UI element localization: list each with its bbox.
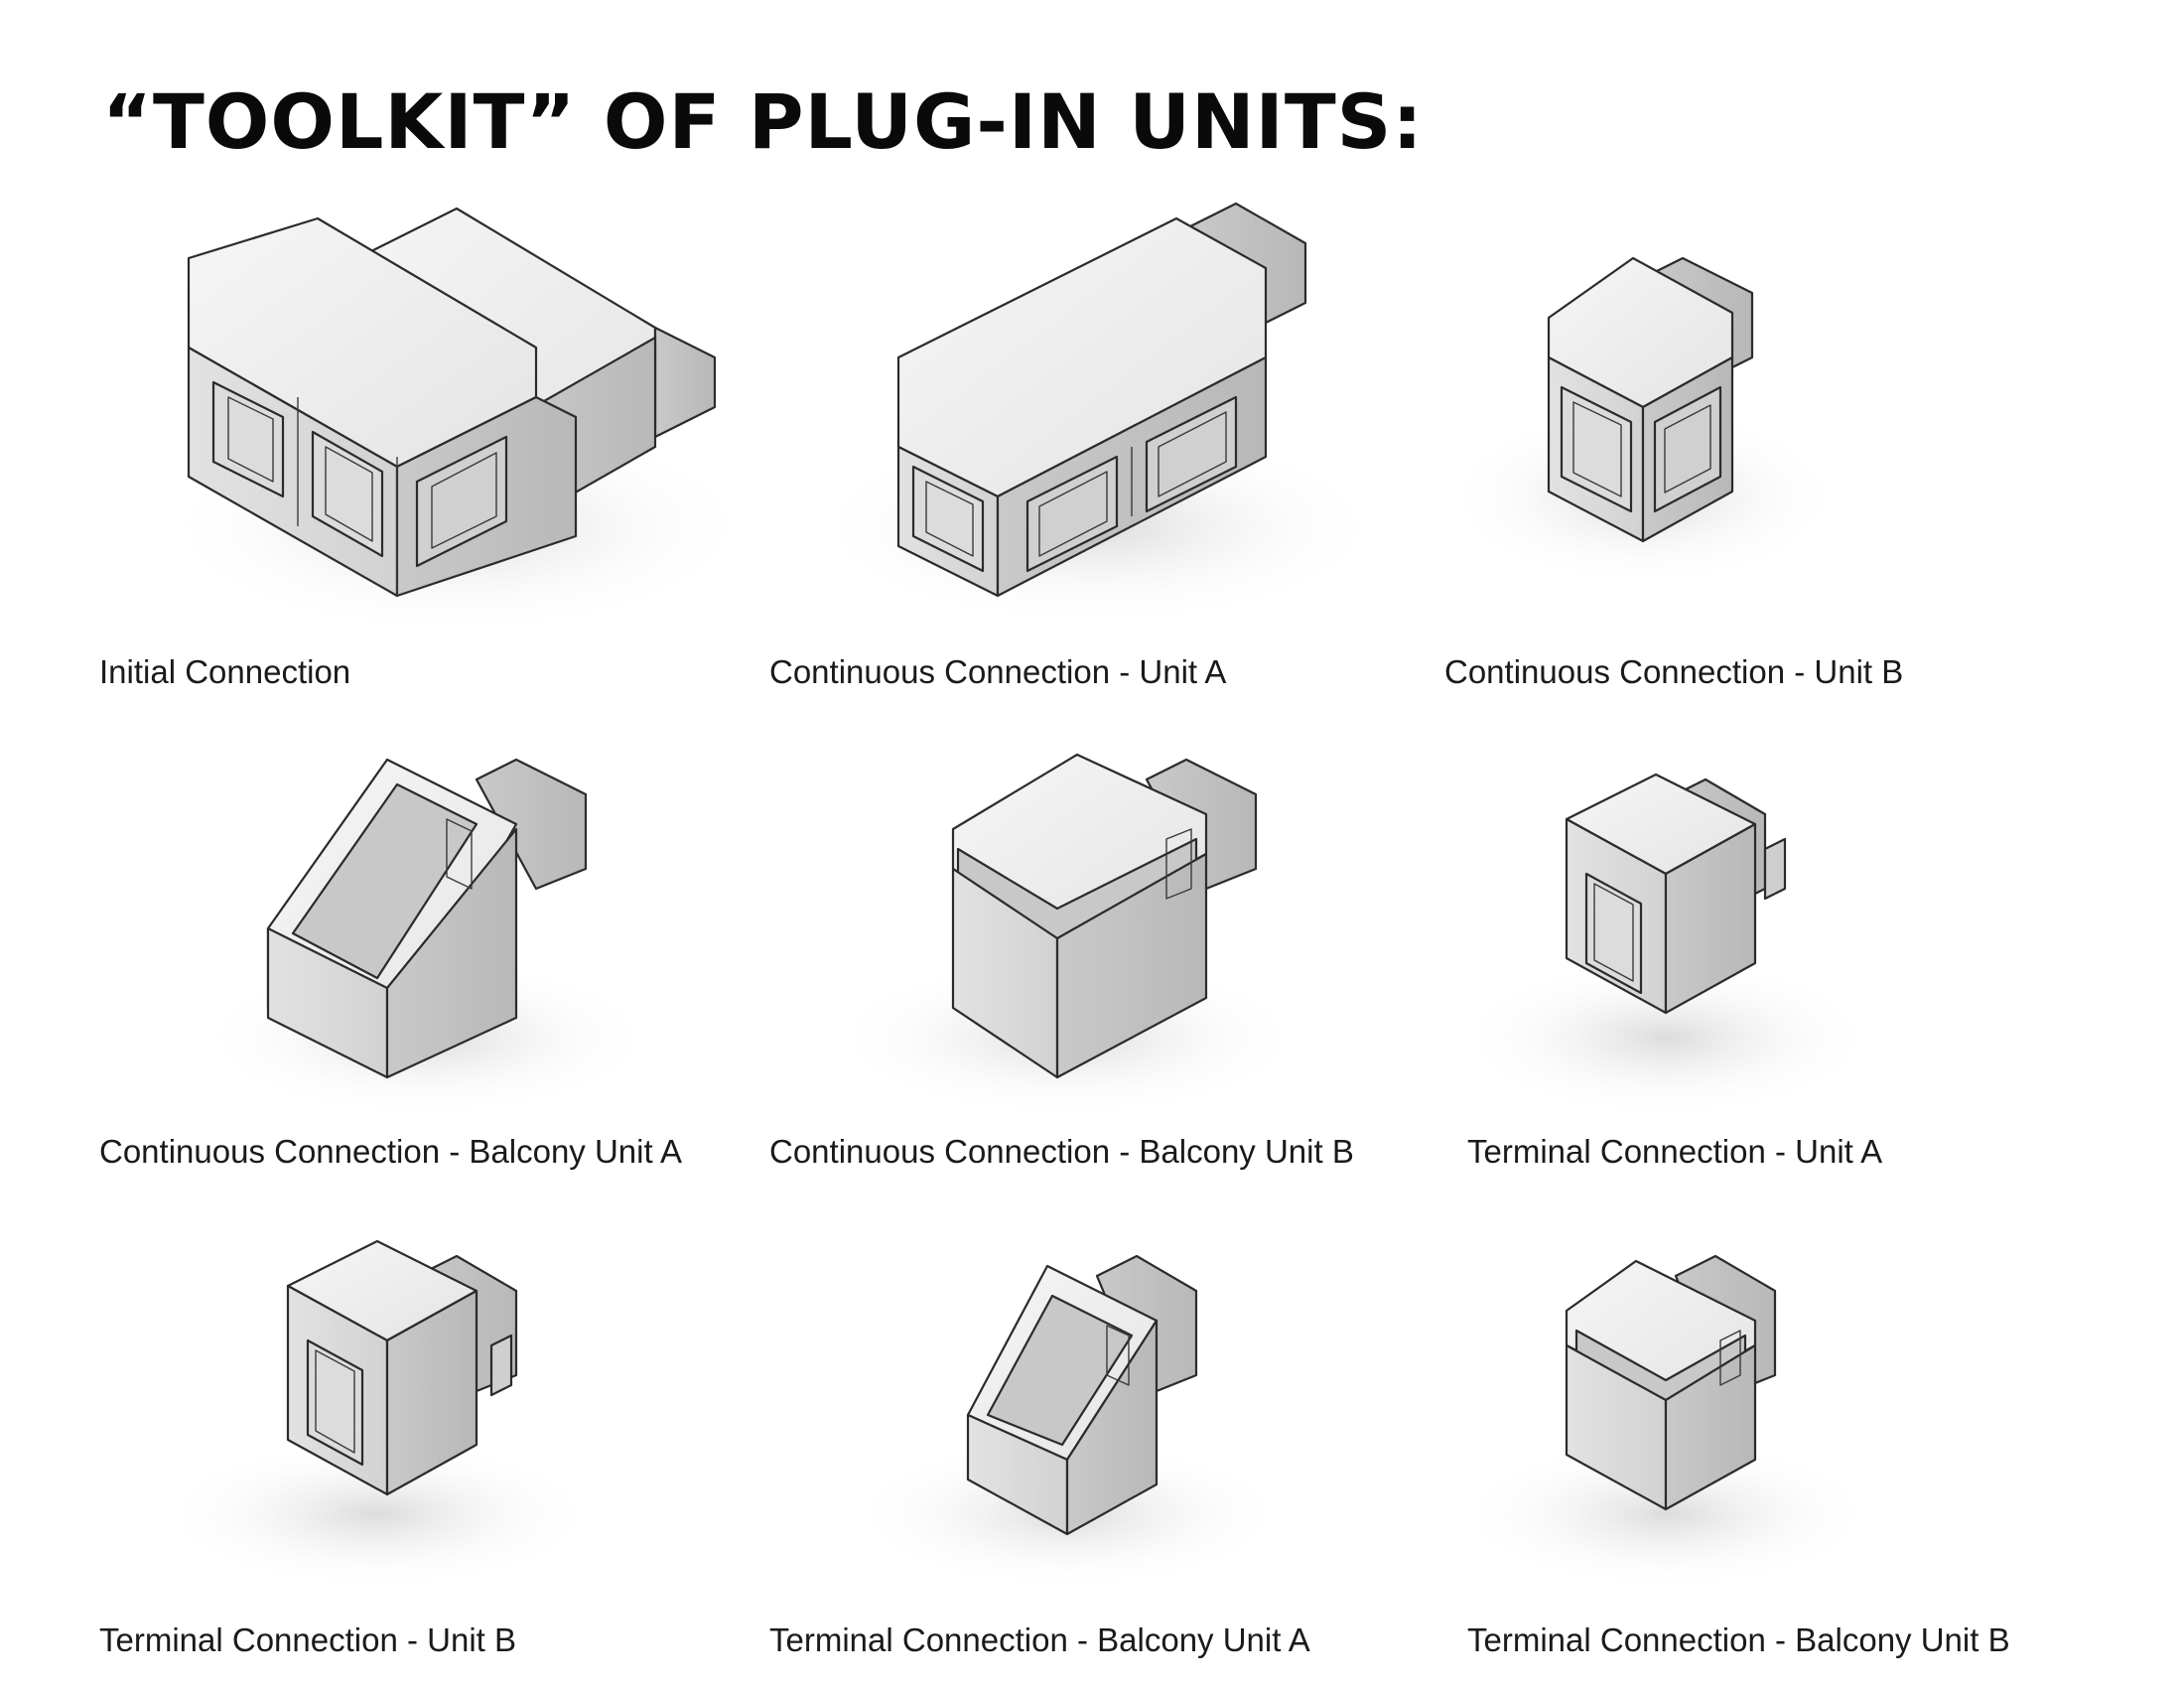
unit-caption: Terminal Connection - Balcony Unit A [769, 1621, 1310, 1658]
unit-caption: Continuous Connection - Unit A [769, 653, 1227, 690]
continuous-unit-a-module-icon [809, 202, 1385, 626]
unit-caption: Continuous Connection - Balcony Unit B [769, 1133, 1354, 1170]
unit-caption: Initial Connection [99, 653, 351, 690]
unit-terminal-balcony-b: Terminal Connection - Balcony Unit B [1467, 1236, 2083, 1663]
unit-caption: Continuous Connection - Unit B [1444, 653, 1904, 690]
initial-connection-module-icon [159, 207, 735, 635]
unit-caption: Continuous Connection - Balcony Unit A [99, 1133, 683, 1170]
unit-caption: Terminal Connection - Balcony Unit B [1467, 1621, 2010, 1658]
terminal-balcony-b-module-icon [1467, 1254, 1874, 1589]
unit-caption: Terminal Connection - Unit A [1467, 1133, 1883, 1170]
unit-terminal-balcony-a: Terminal Connection - Balcony Unit A [769, 1236, 1405, 1663]
terminal-unit-a-module-icon [1467, 773, 1874, 1117]
unit-continuous-a: Continuous Connection - Unit A [769, 199, 1405, 695]
page-title: “TOOLKIT” OF PLUG-IN UNITS: [102, 77, 1424, 166]
unit-continuous-balcony-b: Continuous Connection - Balcony Unit B [769, 740, 1405, 1187]
unit-continuous-b: Continuous Connection - Unit B [1444, 199, 2080, 695]
terminal-unit-b-module-icon [159, 1239, 596, 1589]
continuous-unit-b-module-icon [1444, 256, 1842, 586]
continuous-balcony-b-module-icon [829, 753, 1305, 1117]
unit-caption: Terminal Connection - Unit B [99, 1621, 517, 1658]
continuous-balcony-a-module-icon [199, 758, 655, 1117]
unit-initial-connection: Initial Connection [99, 199, 735, 695]
unit-continuous-balcony-a: Continuous Connection - Balcony Unit A [99, 740, 735, 1187]
terminal-balcony-a-module-icon [849, 1254, 1286, 1589]
unit-terminal-a: Terminal Connection - Unit A [1467, 740, 2083, 1187]
unit-terminal-b: Terminal Connection - Unit B [99, 1236, 735, 1663]
